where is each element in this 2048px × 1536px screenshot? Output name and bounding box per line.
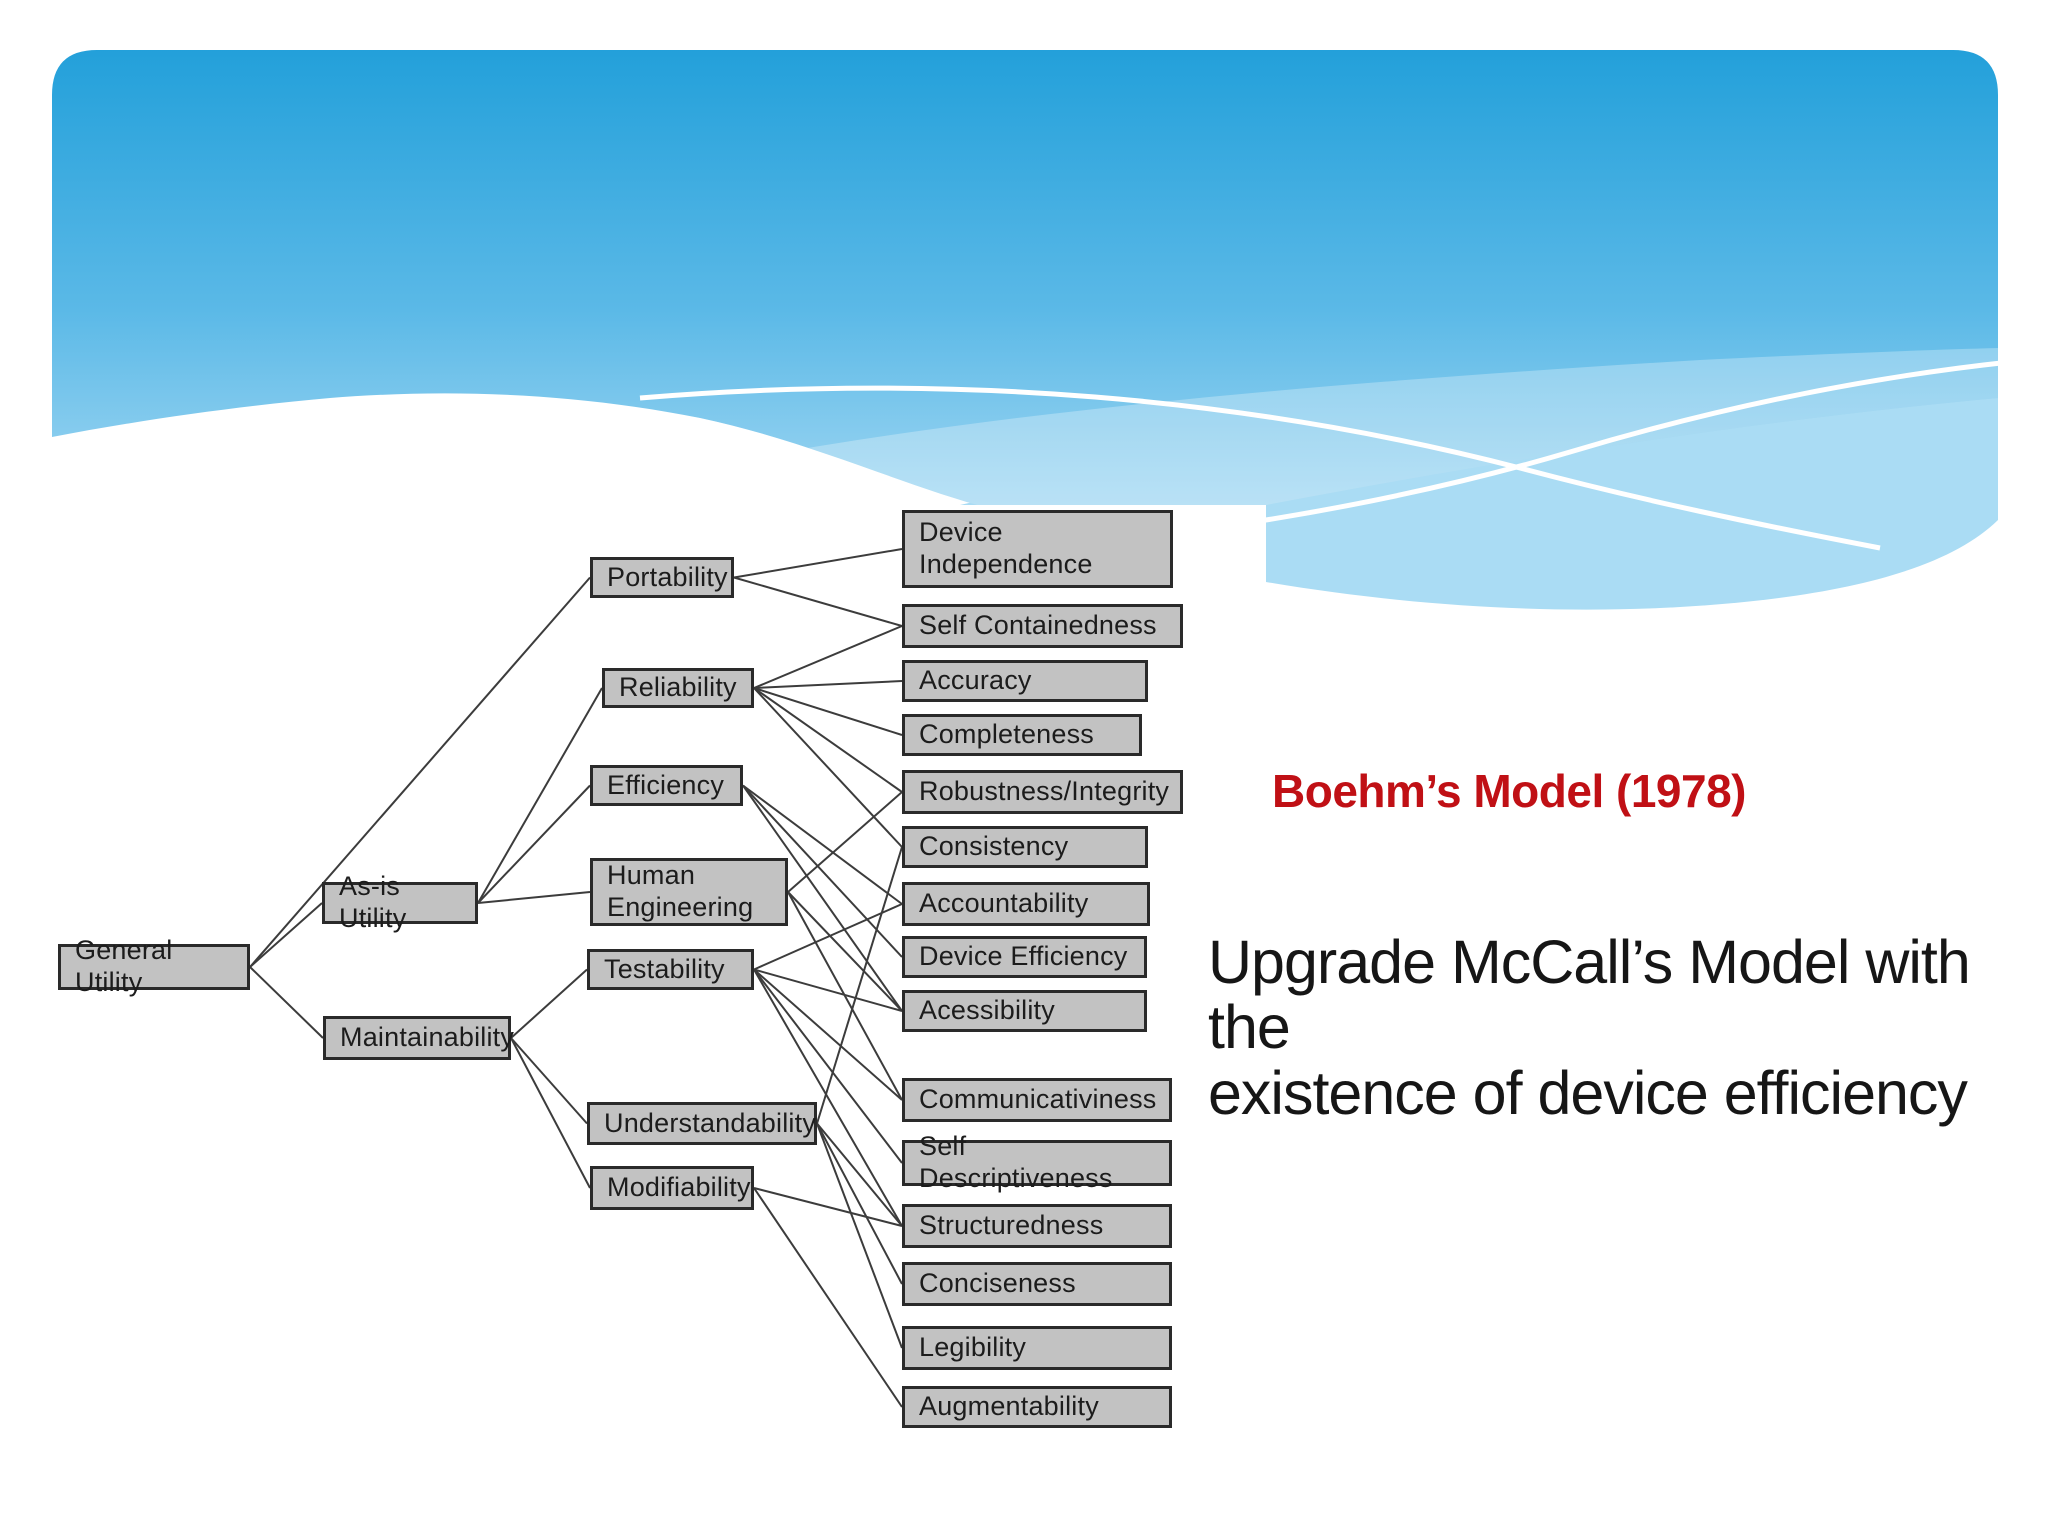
diagram-node-test: Testability: [587, 949, 754, 990]
diagram-node-mod: Modifiability: [590, 1166, 754, 1210]
diagram-node-comm: Communicativiness: [902, 1078, 1172, 1122]
edge-mod-struct: [753, 1187, 903, 1227]
diagram-node-struct: Structuredness: [902, 1204, 1172, 1248]
diagram-node-hum: Human Engineering: [590, 858, 788, 926]
edge-hum-robust: [787, 791, 903, 893]
edge-test-comm: [753, 968, 903, 1101]
edge-test-access: [753, 968, 903, 1012]
edge-hum-access: [787, 891, 903, 1012]
edge-test-selfdesc: [753, 968, 903, 1164]
edge-eff-account: [742, 784, 903, 905]
diagram-node-eff: Efficiency: [590, 765, 743, 806]
edge-gu-maint: [249, 966, 324, 1039]
edge-und-struct: [816, 1122, 903, 1227]
diagram-node-und: Understandability: [587, 1102, 817, 1145]
diagram-node-port: Portability: [590, 557, 734, 598]
edge-eff-deveff: [742, 784, 903, 958]
diagram-node-selfdesc: Self Descriptiveness: [902, 1131, 1172, 1193]
edge-und-concise: [816, 1123, 903, 1285]
diagram-node-deveff: Device Efficiency: [902, 936, 1147, 978]
edge-eff-access: [742, 784, 903, 1012]
diagram-node-gu: General Utility: [58, 935, 250, 997]
diagram-node-rel: Reliability: [602, 668, 754, 708]
diagram-node-maint: Maintainability: [323, 1016, 514, 1060]
edge-rel-compl: [753, 687, 903, 736]
diagram-node-asis: As-is Utility: [322, 871, 478, 933]
edge-gu-port: [249, 576, 591, 968]
edge-test-account: [753, 903, 903, 971]
diagram-node-accu: Accuracy: [902, 660, 1148, 702]
edge-gu-asis: [249, 902, 323, 968]
diagram-node-concise: Conciseness: [902, 1262, 1172, 1306]
edge-rel-selfcont: [753, 625, 903, 689]
edge-port-selfcont: [733, 576, 903, 627]
edge-maint-test: [510, 968, 588, 1039]
diagram-node-access: Acessibility: [902, 990, 1147, 1032]
edge-und-consist: [816, 846, 903, 1124]
wave-highlight-curve-1: [639, 385, 1881, 551]
diagram-node-selfcont: Self Containedness: [902, 604, 1183, 648]
edge-maint-und: [510, 1037, 588, 1125]
diagram-node-account: Accountability: [902, 882, 1150, 926]
edge-test-struct: [753, 969, 903, 1227]
edge-maint-mod: [510, 1037, 591, 1189]
edge-rel-robust: [753, 687, 903, 793]
edge-asis-eff: [477, 784, 591, 904]
edge-port-devind: [733, 548, 903, 579]
edge-und-legib: [816, 1123, 903, 1349]
wave-main-shape: [52, 50, 1998, 525]
diagram-node-devind: Device Independence: [902, 510, 1173, 588]
diagram-node-compl: Completeness: [902, 714, 1142, 756]
page-title: Boehm’s Model (1978): [1272, 765, 1746, 817]
diagram-node-consist: Consistency: [902, 826, 1148, 868]
diagram-node-robust: Robustness/Integrity: [902, 770, 1183, 814]
edge-rel-accu: [753, 680, 903, 689]
wave-translucent-wedge: [470, 348, 1998, 525]
edge-asis-hum: [477, 891, 591, 904]
edge-asis-rel: [477, 687, 603, 904]
diagram-node-legib: Legibility: [902, 1326, 1172, 1370]
edge-mod-augment: [753, 1187, 903, 1408]
edge-rel-consist: [753, 687, 903, 848]
body-text: Upgrade McCall’s Model with the existenc…: [1208, 928, 1971, 1127]
diagram-node-augment: Augmentability: [902, 1386, 1172, 1428]
